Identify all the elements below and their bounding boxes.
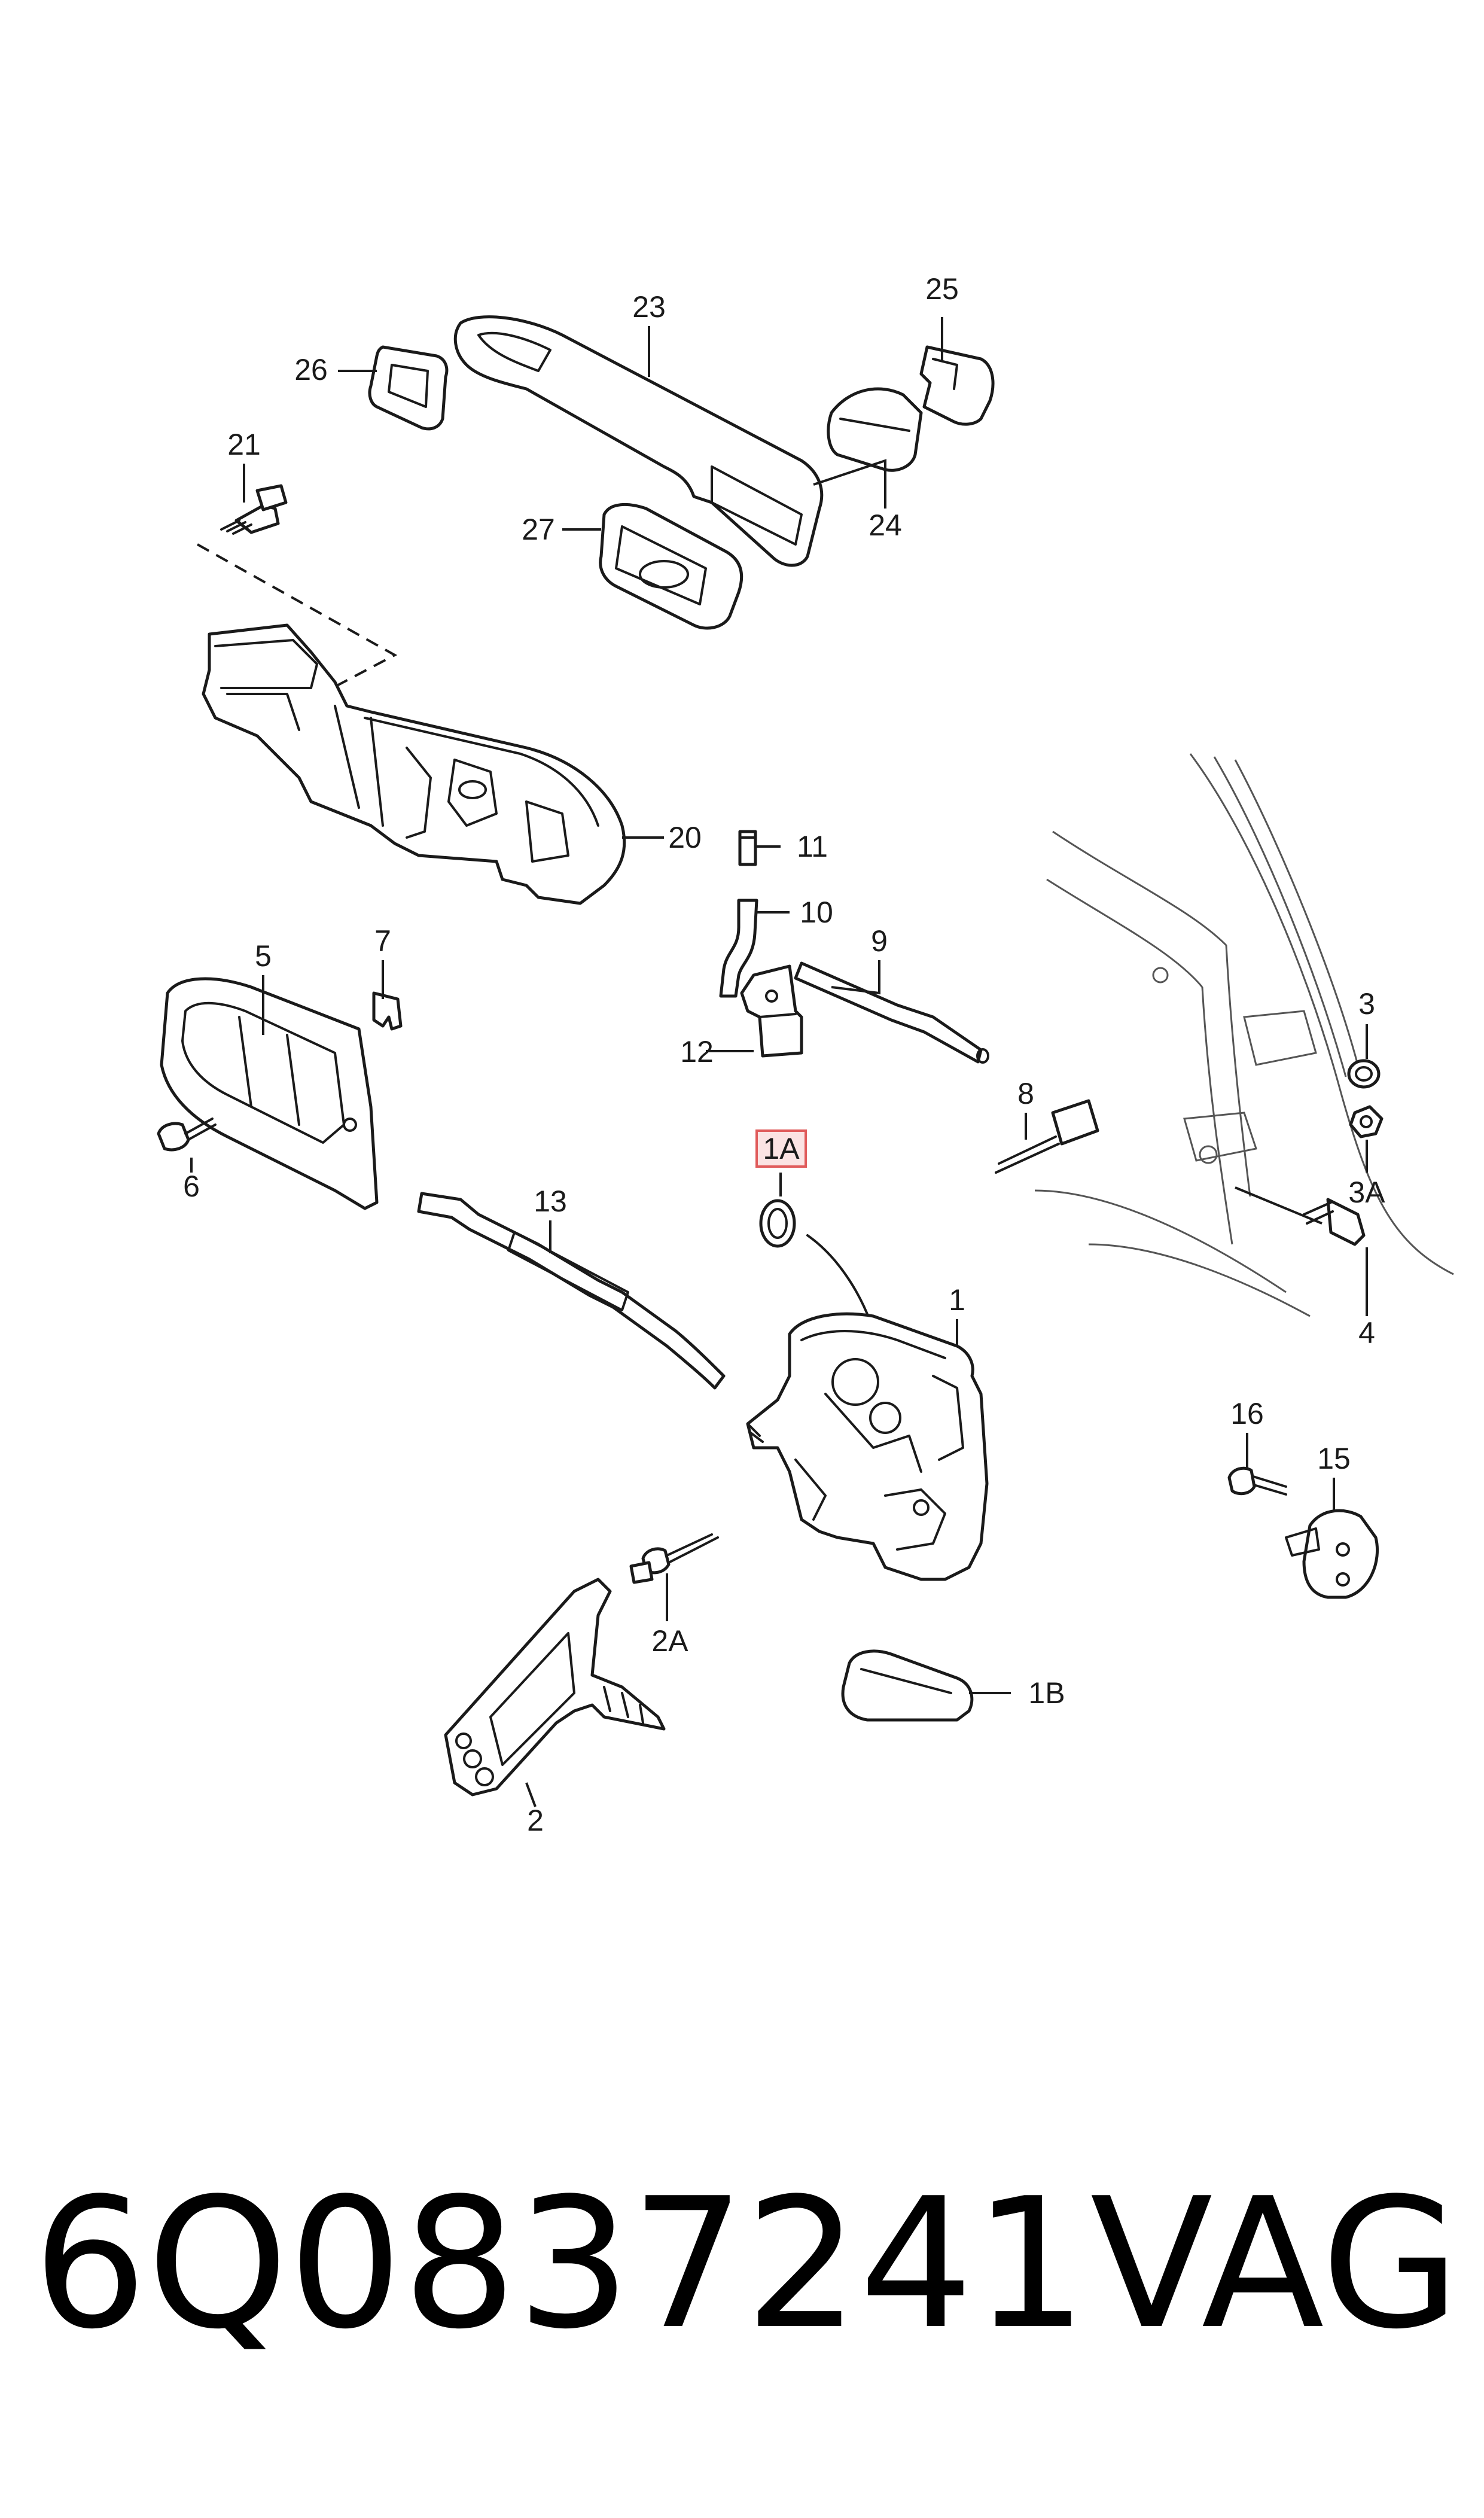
callout-10: 10 — [800, 896, 833, 929]
rod-9 — [794, 961, 989, 1064]
callout-26: 26 — [294, 353, 328, 386]
lock-cover-1B — [841, 1649, 974, 1722]
callout-3A: 3A — [1348, 1176, 1385, 1209]
handle-end-cap-24 — [827, 387, 923, 472]
handle-carrier-20 — [202, 623, 626, 905]
callout-16: 16 — [1230, 1397, 1264, 1430]
callout-24: 24 — [869, 509, 902, 542]
bolt-2A — [629, 1533, 719, 1584]
callout-1A: 1A — [763, 1132, 800, 1165]
handle-cap-25 — [919, 345, 995, 426]
door-frame-outline — [1034, 753, 1454, 1317]
o-ring-3 — [1347, 1059, 1381, 1089]
cable-13 — [417, 1192, 726, 1390]
clip-7 — [372, 991, 403, 1031]
bracket-12 — [740, 964, 803, 1058]
bracket-2 — [444, 1578, 666, 1797]
bolt-16 — [1227, 1466, 1287, 1496]
callout-25: 25 — [925, 272, 959, 306]
pin-11 — [738, 830, 757, 866]
callout-20: 20 — [668, 821, 702, 854]
callout-21: 21 — [227, 428, 261, 461]
callout-1: 1 — [949, 1283, 965, 1317]
inner-handle-5 — [160, 977, 379, 1210]
washer-3A — [1349, 1105, 1384, 1138]
callout-11: 11 — [797, 830, 828, 863]
door-lock-1 — [746, 1312, 989, 1581]
outer-door-handle — [453, 315, 824, 567]
callout-6: 6 — [183, 1170, 200, 1203]
callout-23: 23 — [632, 290, 666, 324]
callout-1A-highlight-box — [755, 1129, 807, 1168]
callout-8: 8 — [1017, 1077, 1034, 1110]
leader-lines — [190, 317, 1368, 1807]
callout-9: 9 — [871, 924, 888, 958]
callout-5: 5 — [255, 939, 272, 973]
callout-13: 13 — [534, 1185, 567, 1218]
screw-6 — [157, 1118, 217, 1152]
callout-2: 2 — [527, 1804, 544, 1837]
brand-name: VAG — [1090, 2160, 1460, 2368]
callout-3: 3 — [1358, 987, 1375, 1021]
rod-10 — [719, 899, 758, 998]
bolt-4 — [1235, 1186, 1366, 1246]
callout-27: 27 — [522, 513, 555, 546]
callout-1B: 1B — [1028, 1676, 1065, 1710]
callout-12: 12 — [680, 1035, 714, 1068]
callout-7: 7 — [374, 924, 391, 958]
callout-labels: 23 26 25 24 21 27 20 11 10 9 12 8 5 7 6 … — [183, 272, 1385, 1837]
screw-21 — [220, 484, 288, 535]
part-number: 6Q0837241 — [33, 2160, 1088, 2368]
callout-15: 15 — [1317, 1442, 1351, 1475]
connector-8 — [995, 1099, 1099, 1174]
callout-4: 4 — [1358, 1316, 1375, 1350]
striker-15 — [1285, 1509, 1379, 1599]
callout-2A: 2A — [651, 1624, 688, 1658]
handle-gasket-27 — [599, 503, 743, 630]
handle-cap-26 — [368, 345, 449, 431]
